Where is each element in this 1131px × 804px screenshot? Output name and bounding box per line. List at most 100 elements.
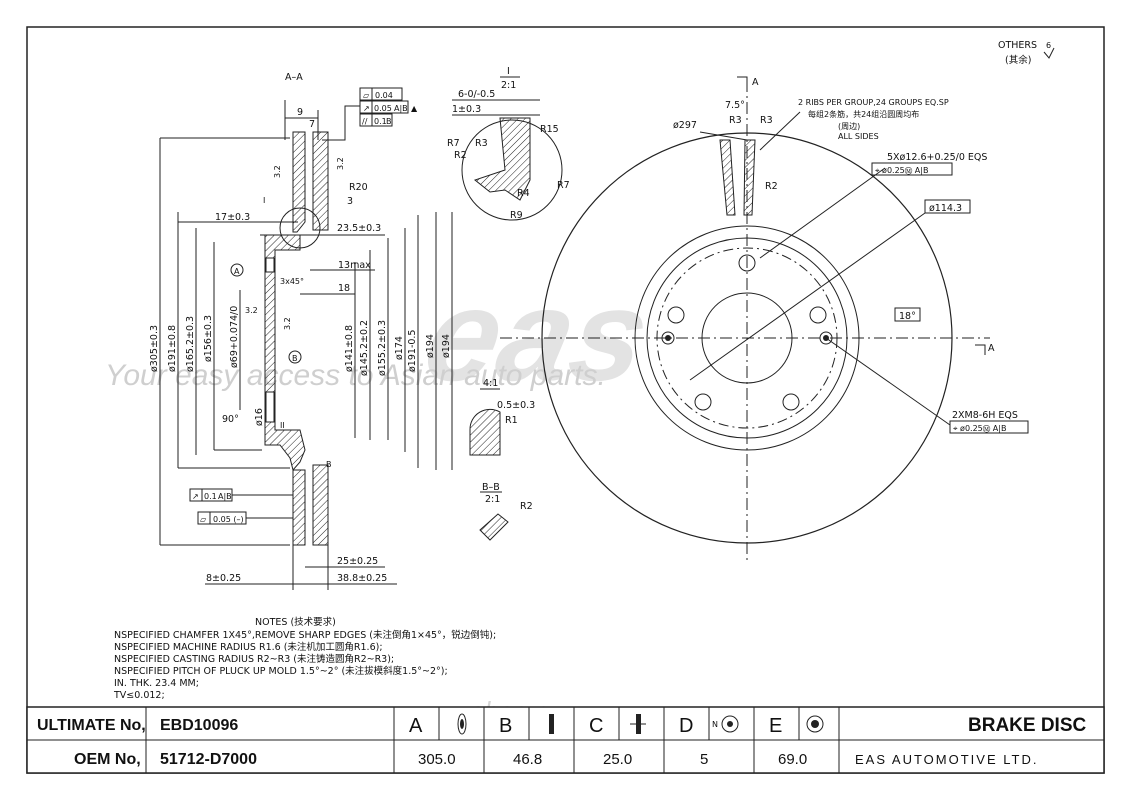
datum-a-marker [230,263,244,277]
svg-text:R7: R7 [557,180,570,191]
svg-text:R4: R4 [517,188,530,199]
threaded-hole [661,331,675,345]
technical-notes: NOTES (技术要求) NSPECIFIED CHAMFER 1X45°,RE… [113,616,496,701]
dim-r3b: R3 [760,115,773,126]
others-label: OTHERS [998,40,1037,51]
note-line: IN. THK. 23.4 MM; [114,678,199,689]
bolt-holes-icon: N [712,715,739,733]
col-letter: B [499,715,512,737]
notes-title: NOTES (技术要求) [255,616,336,628]
dim-r3a: R3 [729,115,742,126]
svg-text:B: B [326,460,332,469]
svg-text:0.04: 0.04 [375,91,393,100]
detail-i-dim1: 6-0/-0.5 [458,89,495,100]
dim-8: 8±0.25 [206,573,241,584]
inner-friction-plate-bottom [312,464,329,546]
surface-finish-note: OTHERS 6 (其余) [998,40,1055,66]
detail-ii-scale: 4:1 [483,378,498,389]
dim-38-8: 38.8±0.25 [337,573,387,584]
col-letter: D [679,715,693,737]
col-value: 305.0 [418,751,456,768]
detail-i-callout [279,207,321,249]
svg-text:B: B [386,117,392,126]
cooling-rib [719,139,736,216]
ultimate-value: EBD10096 [160,717,238,734]
col-letter: E [769,715,782,737]
svg-text:R3: R3 [475,138,488,149]
svg-text:0.05: 0.05 [374,104,392,113]
dim-17: 17±0.3 [215,212,250,223]
cooling-rib [743,139,756,216]
detail-bb-scale: 2:1 [485,494,500,505]
dim-3: 3 [347,196,353,207]
dim-d174: ø174 [394,336,405,360]
svg-text:↗: ↗ [363,104,370,113]
dim-d114-3: ø114.3 [929,203,962,214]
dim-d69: ø69+0.074/0 [229,306,240,368]
product-name: BRAKE DISC [968,715,1087,736]
svg-text:0.1: 0.1 [204,492,217,501]
tolerance-frames-top: ▱ 0.04 ↗ 0.05 A|B ▲ // 0.1 B [322,87,418,141]
disc-thickness-icon [630,714,646,734]
note-line: TV≤0.012; [113,690,165,701]
detail-i-dim2: 1±0.3 [452,104,481,115]
svg-text:A: A [234,267,240,276]
bolt-hole [782,393,800,411]
dim-18: 18 [338,283,350,294]
dim-d16: ø16 [254,408,265,426]
svg-text:B: B [292,354,298,363]
inner-friction-plate-top [312,131,329,231]
bolt-hole [667,306,685,324]
svg-text:R9: R9 [510,210,523,221]
detail-bb-title: B–B [482,482,500,493]
company-name: EAS AUTOMOTIVE LTD. [855,752,1038,767]
detail-ii-ref: II [280,421,285,430]
dim-d194b: ø194 [441,334,452,358]
dim-23-5: 23.5±0.3 [337,223,381,234]
note-line: NSPECIFIED PITCH OF PLUCK UP MOLD 1.5°~2… [114,665,448,677]
dim-d194a: ø194 [425,334,436,358]
svg-text:3.2: 3.2 [283,317,292,330]
note-line: NSPECIFIED CASTING RADIUS R2~R3 (未注铸造圆角R… [114,653,394,665]
threads-spec: 2XM8-6H EQS [952,410,1018,421]
svg-text:(周边): (周边) [838,121,860,131]
svg-text:R2: R2 [454,150,467,161]
detail-i: I 2:1 6-0/-0.5 1±0.3 R7 R2 R3 R15 R4 R7 … [447,66,570,221]
roughness-symbol-icon [1043,47,1055,59]
col-value: 69.0 [778,751,807,768]
dim-d297: ø297 [673,120,697,131]
dim-d155: ø155.2±0.3 [377,320,388,376]
dim-chamfer: 3x45° [280,277,304,286]
note-line: NSPECIFIED MACHINE RADIUS R1.6 (未注机加工圆角R… [114,641,383,653]
col-value: 46.8 [513,751,542,768]
tolerance-frames-bottom: ↗ 0.1 A|B ▱ 0.05 (–) [189,488,293,525]
holes-spec: 5Xø12.6+0.25/0 EQS [887,152,987,163]
svg-text:▲: ▲ [411,104,418,113]
dim-d305: ø305±0.3 [149,325,160,372]
detail-ii-dim: 0.5±0.3 [497,400,535,411]
svg-text://: // [362,117,368,126]
bolt-hole [738,254,756,272]
note-line: NSPECIFIED CHAMFER 1X45°,REMOVE SHARP ED… [114,629,496,641]
dim-rib-angle: 7.5° [725,100,745,111]
title-block: ULTIMATE No, EBD10096 OEM No, 51712-D700… [26,706,1105,774]
others-roughness: 6 [1046,41,1051,50]
svg-text:3.2: 3.2 [273,165,282,178]
front-view: A A ø297 7.5° R3 R3 R2 2 RIBS PER GROUP,… [500,76,1029,560]
others-label-cn: (其余) [1005,54,1031,66]
threads-tolerance: ⌖ ø0.25Ⓜ A|B [953,424,1006,433]
bolt-hole [694,393,712,411]
svg-text:0.1: 0.1 [374,117,387,126]
hat-section [264,234,306,472]
svg-text:N: N [712,720,718,729]
svg-text:A|B: A|B [218,492,232,501]
oem-label: OEM No, [74,751,141,768]
col-letter: A [409,715,423,737]
dim-d165: ø165.2±0.3 [185,316,196,372]
svg-text:▱: ▱ [363,91,370,100]
svg-text:A: A [752,77,759,88]
dim-d145: ø145.2±0.2 [359,320,370,376]
svg-text:R15: R15 [540,124,559,135]
